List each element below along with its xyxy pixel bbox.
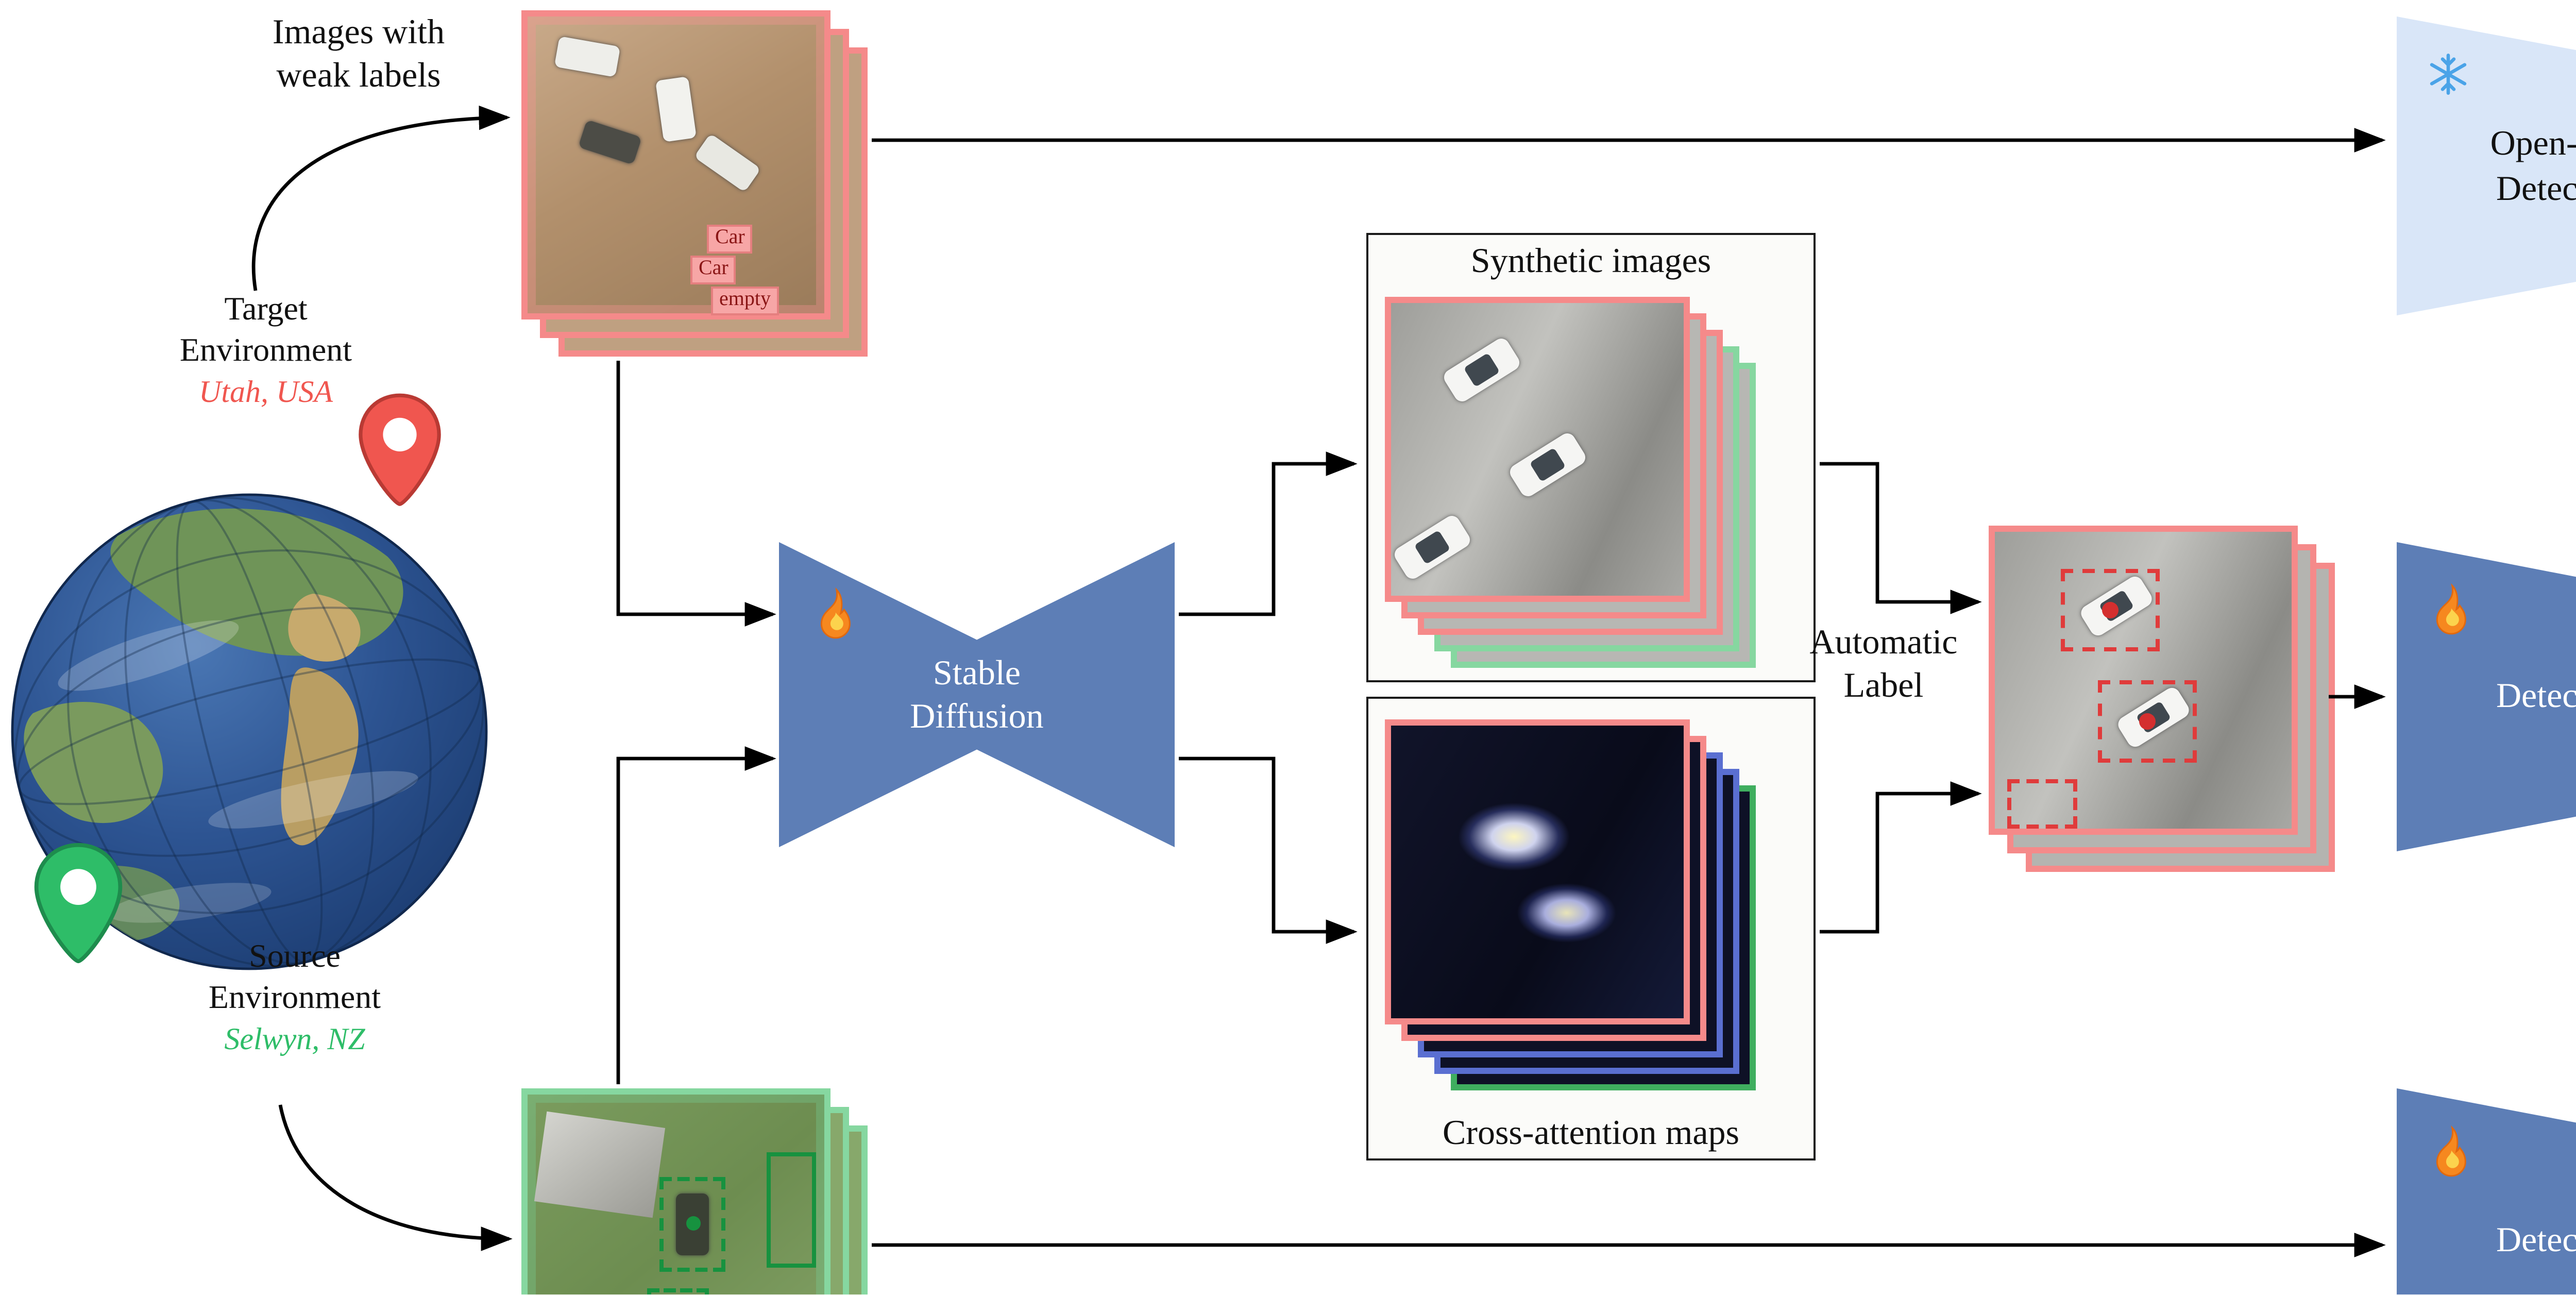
- automatic-label-caption: Automatic Label: [1809, 623, 1958, 704]
- open-set-detector-block: Open-Set Detector: [2397, 16, 2576, 315]
- arrow-target-to-weak-stack: [251, 105, 511, 291]
- arrow-fine-to-diffusion: [616, 746, 776, 1084]
- stable-diffusion-label: Stable Diffusion: [910, 653, 1044, 736]
- arrow-weak-to-diffusion: [616, 361, 776, 627]
- weak-label-tag: empty: [711, 287, 779, 314]
- snowflake-icon: [2430, 54, 2467, 95]
- detector-bottom-block: Detector: [2397, 1088, 2576, 1294]
- weak-labels-caption: Images with weak labels: [272, 12, 445, 94]
- synthetic-images-title: Synthetic images: [1470, 241, 1711, 280]
- target-environment-location: Utah, USA: [199, 377, 333, 410]
- arrow-synthetic-to-auto-label: [1820, 462, 1982, 614]
- stack-layer-front: [521, 1088, 831, 1294]
- stack-layer-front: [1989, 526, 2298, 835]
- arrow-cross-attention-to-auto-label: [1820, 781, 1982, 934]
- continent-west: [24, 701, 163, 823]
- detector-mid-block: Detector: [2397, 542, 2576, 851]
- fire-icon: [2436, 583, 2466, 635]
- detector-mid-label: Detector: [2496, 677, 2576, 716]
- continent-patch: [288, 594, 361, 662]
- weak-labels-image-stack: Car Car empty: [521, 10, 868, 357]
- detector-bottom-label: Detector: [2496, 1221, 2576, 1260]
- stack-layer-front: [1385, 297, 1690, 602]
- arrow-source-to-fine-stack: [278, 1104, 513, 1251]
- stack-layer-front: [1385, 719, 1690, 1024]
- open-set-detector-label: Open-Set Detector: [2490, 124, 2576, 207]
- synthetic-image-stack: [1368, 235, 1818, 684]
- continent-south: [281, 667, 359, 846]
- earth-globe: [11, 493, 488, 970]
- cross-attention-title: Cross-attention maps: [1442, 1113, 1739, 1152]
- cross-attention-box: Cross-attention maps: [1366, 697, 1816, 1161]
- auto-labeled-image-stack: [1989, 526, 2335, 872]
- cross-attention-stack: [1368, 699, 1818, 1148]
- synthetic-images-box: Synthetic images: [1366, 233, 1816, 682]
- weak-label-tag: Car: [707, 225, 753, 253]
- weak-label-tag: Car: [690, 256, 737, 283]
- source-environment-label: Source Environment Selwyn, NZ: [161, 938, 429, 1059]
- target-pin-icon: [359, 393, 441, 506]
- target-environment-title: Target Environment: [179, 293, 352, 369]
- arrow-diffusion-to-synthetic: [1179, 451, 1358, 616]
- source-environment-location: Selwyn, NZ: [224, 1024, 365, 1057]
- fine-grain-image-stack: [521, 1088, 868, 1294]
- stable-diffusion-block: Stable Diffusion: [779, 542, 1175, 847]
- fire-icon: [2436, 1125, 2466, 1177]
- arrow-diffusion-to-cross-attention: [1179, 756, 1358, 944]
- target-environment-label: Target Environment Utah, USA: [132, 291, 400, 412]
- fire-icon: [820, 587, 851, 639]
- stack-layer-front: [521, 10, 831, 319]
- source-pin-icon: [34, 843, 123, 964]
- source-environment-title: Source Environment: [208, 940, 381, 1016]
